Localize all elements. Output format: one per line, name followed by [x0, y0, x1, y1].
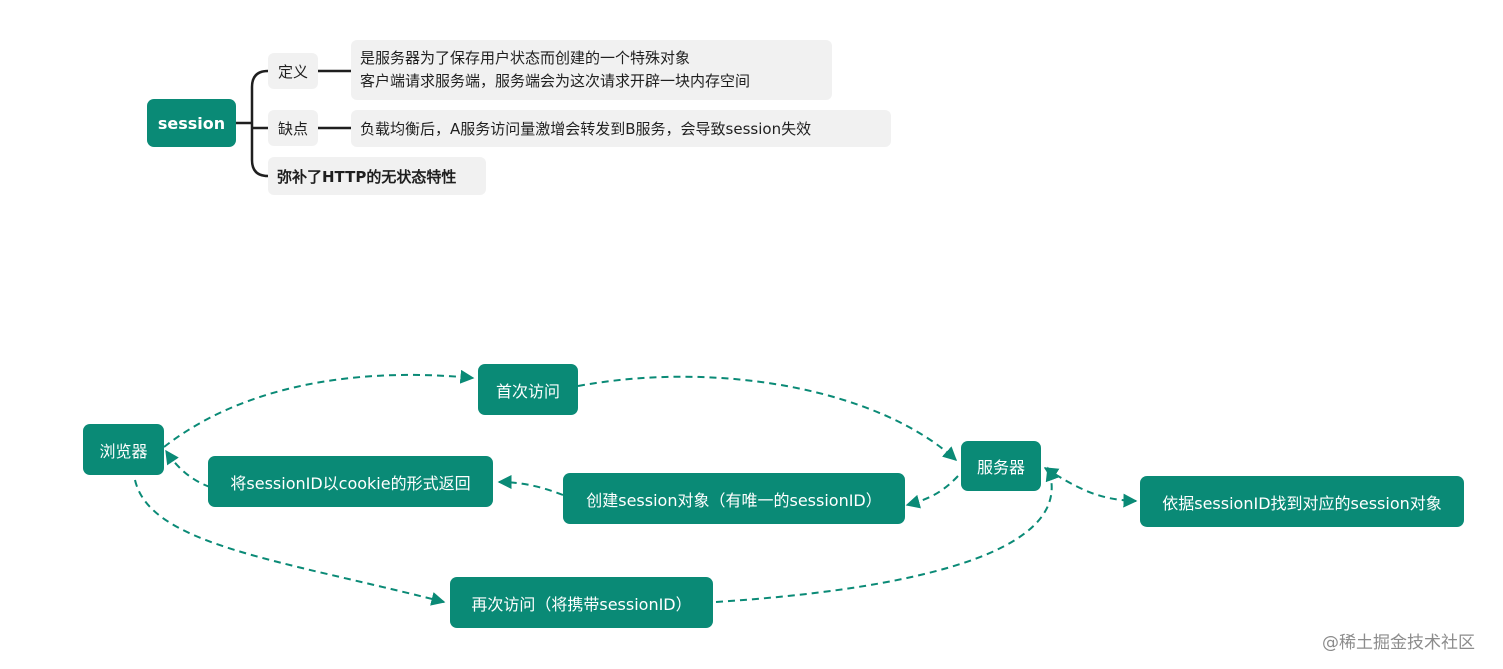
node-server[interactable]: 服务器 — [961, 441, 1041, 491]
flow-arrows — [134, 369, 1138, 606]
branch-spine — [250, 69, 269, 178]
detail-definition-line-1: 是服务器为了保存用户状态而创建的一个特殊对象 — [360, 49, 691, 67]
arrow-create-to-return — [497, 475, 564, 496]
arrow-first-visit-to-server — [577, 375, 958, 461]
node-browser[interactable]: 浏览器 — [83, 424, 164, 475]
node-revisit[interactable]: 再次访问（将携带sessionID） — [450, 577, 713, 628]
node-return-cookie[interactable]: 将sessionID以cookie的形式返回 — [208, 456, 493, 507]
arrow-browser-to-revisit — [134, 479, 446, 606]
branch-drawback[interactable]: 缺点 — [268, 110, 318, 146]
node-first-visit[interactable]: 首次访问 — [478, 364, 578, 415]
mindmap-tree-lines — [236, 69, 351, 178]
arrow-browser-to-first-visit — [163, 369, 475, 448]
detail-definition[interactable]: 是服务器为了保存用户状态而创建的一个特殊对象 客户端请求服务端，服务端会为这次请… — [351, 40, 832, 100]
detail-drawback[interactable]: 负载均衡后，A服务访问量激增会转发到B服务，会导致session失效 — [351, 110, 891, 147]
mindmap-root-session[interactable]: session — [147, 99, 236, 147]
arrow-server-to-create — [905, 475, 959, 509]
node-find-session[interactable]: 依据sessionID找到对应的session对象 — [1140, 476, 1464, 527]
branch-http-stateless[interactable]: 弥补了HTTP的无状态特性 — [268, 157, 486, 195]
arrow-return-to-browser — [165, 449, 211, 488]
node-create-session[interactable]: 创建session对象（有唯一的sessionID） — [563, 473, 905, 524]
watermark-text: @稀土掘金技术社区 — [1322, 633, 1475, 653]
branch-definition[interactable]: 定义 — [268, 53, 318, 89]
detail-definition-line-2: 客户端请求服务端，服务端会为这次请求开辟一块内存空间 — [360, 72, 751, 90]
arrow-server-find-session — [1043, 467, 1138, 508]
